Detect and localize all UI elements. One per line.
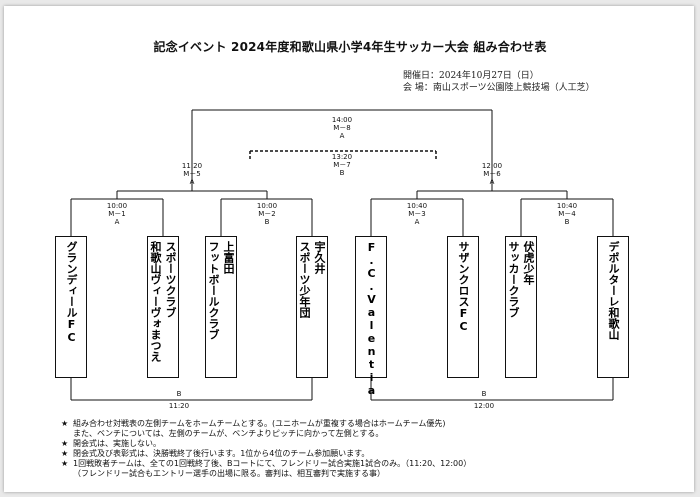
note-item: （フレンドリー試合もエントリー選手の出場に限る。審判は、相互審判で実施する事） xyxy=(61,469,471,479)
match-court: A xyxy=(414,218,420,226)
match-time: 10:40 xyxy=(556,202,578,210)
team-name: デポルターレ和歌山 xyxy=(607,241,620,340)
match-label-m8: 14:00 M－8 A xyxy=(332,116,352,140)
match-label-m1: 10:00 M－1 A xyxy=(107,202,127,226)
team-box-5: F.C.Valentia xyxy=(355,236,387,397)
match-id: M－2 xyxy=(258,210,276,218)
team-name-line1: 宇久井 xyxy=(313,241,326,274)
match-id: M－7 xyxy=(333,161,351,169)
match-court: A xyxy=(339,132,345,140)
star-icon xyxy=(61,429,73,439)
match-court: A xyxy=(489,178,495,186)
event-venue: 会 場：南山スポーツ公園陸上競技場（人工芝） xyxy=(403,83,595,93)
note-text: 閉会式及び表彰式は、決勝戦終了後行います。1位から4位のチーム参加願います。 xyxy=(73,449,370,458)
event-date: 開催日：2024年10月27日（日） xyxy=(403,71,539,81)
match-id: M－4 xyxy=(558,210,576,218)
team-name-line2: フットボールクラブ xyxy=(207,241,220,340)
note-item: ★ 開会式は、実施しない。 xyxy=(61,439,471,449)
note-item: ★ 閉会式及び表彰式は、決勝戦終了後行います。1位から4位のチーム参加願います。 xyxy=(61,449,471,459)
team-box-7: 伏虎少年 サッカークラブ xyxy=(505,236,537,378)
match-court: A xyxy=(189,178,195,186)
team-name: サザンクロスFC xyxy=(457,241,470,333)
notes-list: ★ 組み合わせ対戦表の左側チームをホームチームとする。(ユニホームが重複する場合は… xyxy=(61,419,471,479)
note-item: ★ 組み合わせ対戦表の左側チームをホームチームとする。(ユニホームが重複する場合は… xyxy=(61,419,471,429)
team-name-line1: 上富田 xyxy=(222,241,235,274)
team-box-4: 宇久井 スポーツ少年団 xyxy=(296,236,328,378)
star-icon: ★ xyxy=(61,449,69,458)
team-box-1: グランディールFC xyxy=(55,236,87,378)
note-item: ★ 1回戦敗者チームは、全ての1回戦終了後、Bコートにて、フレンドリー試合実施1試… xyxy=(61,459,471,469)
friendly-time: 12:00 xyxy=(473,402,495,410)
note-text: （フレンドリー試合もエントリー選手の出場に限る。審判は、相互審判で実施する事） xyxy=(73,469,385,478)
match-label-m4: 10:40 M－4 B xyxy=(557,202,577,226)
match-court: B xyxy=(264,218,270,226)
friendly-court: B xyxy=(176,390,182,398)
team-name-line1: 伏虎少年 xyxy=(522,241,535,285)
match-court: A xyxy=(114,218,120,226)
team-name-line2: スポーツ少年団 xyxy=(298,241,311,318)
friendly-label-right: B 12:00 xyxy=(474,390,494,410)
team-box-2: スポーツクラブ 和歌山ヴィーヴォまつえ xyxy=(147,236,179,378)
note-text: 開会式は、実施しない。 xyxy=(73,439,161,448)
note-text: 組み合わせ対戦表の左側チームをホームチームとする。(ユニホームが重複する場合はホ… xyxy=(73,419,446,428)
team-name-line2: 和歌山ヴィーヴォまつえ xyxy=(149,241,162,362)
star-icon: ★ xyxy=(61,459,69,468)
match-id: M－6 xyxy=(483,170,501,178)
document-sheet xyxy=(4,6,694,492)
match-time: 12:00 xyxy=(481,162,503,170)
friendly-label-left: B 11:20 xyxy=(169,390,189,410)
star-icon xyxy=(61,469,73,479)
page-title: 記念イベント 2024年度和歌山県小学4年生サッカー大会 組み合わせ表 xyxy=(153,40,547,54)
team-name: F.C.Valentia xyxy=(365,241,378,397)
match-id: M－1 xyxy=(108,210,126,218)
match-time: 10:40 xyxy=(406,202,428,210)
match-label-m2: 10:00 M－2 B xyxy=(257,202,277,226)
match-court: B xyxy=(564,218,570,226)
match-label-m7: 13:20 M－7 B xyxy=(332,153,352,177)
match-time: 10:00 xyxy=(106,202,128,210)
match-label-m3: 10:40 M－3 A xyxy=(407,202,427,226)
team-box-6: サザンクロスFC xyxy=(447,236,479,378)
team-box-3: 上富田 フットボールクラブ xyxy=(205,236,237,378)
match-time: 14:00 xyxy=(331,116,353,124)
match-id: M－3 xyxy=(408,210,426,218)
team-box-8: デポルターレ和歌山 xyxy=(597,236,629,378)
team-name-line2: サッカークラブ xyxy=(507,241,520,318)
star-icon: ★ xyxy=(61,439,69,448)
friendly-court: B xyxy=(481,390,487,398)
note-text: また、ベンチについては、左側のチームが、ベンチよりピッチに向かって左側とする。 xyxy=(73,429,384,438)
friendly-time: 11:20 xyxy=(168,402,190,410)
note-text: 1回戦敗者チームは、全ての1回戦終了後、Bコートにて、フレンドリー試合実施1試合… xyxy=(73,459,472,468)
match-label-m5: 11:20 M－5 A xyxy=(182,162,202,186)
match-court: B xyxy=(339,169,345,177)
team-name-line1: スポーツクラブ xyxy=(164,241,177,318)
match-time: 10:00 xyxy=(256,202,278,210)
match-id: M－5 xyxy=(183,170,201,178)
note-item: また、ベンチについては、左側のチームが、ベンチよりピッチに向かって左側とする。 xyxy=(61,429,471,439)
star-icon: ★ xyxy=(61,419,69,428)
match-time: 13:20 xyxy=(331,153,353,161)
match-id: M－8 xyxy=(333,124,351,132)
team-name: グランディールFC xyxy=(65,241,78,344)
match-label-m6: 12:00 M－6 A xyxy=(482,162,502,186)
match-time: 11:20 xyxy=(181,162,203,170)
